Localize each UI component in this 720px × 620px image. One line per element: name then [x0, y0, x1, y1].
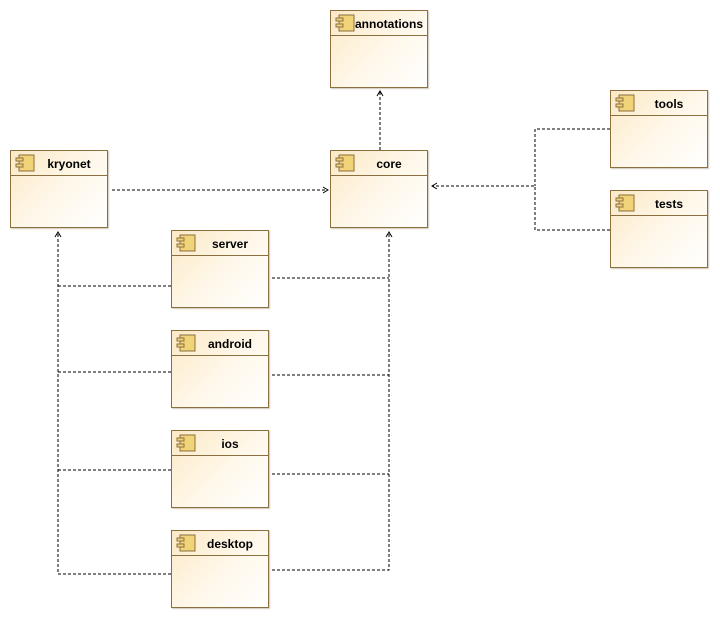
- dep-tests-core: [432, 185, 610, 231]
- dep-tools-core: [534, 128, 610, 186]
- component-icon: [176, 234, 196, 252]
- component-label: annotations: [355, 17, 423, 31]
- dependency-connectors: [54, 90, 610, 575]
- component-icon: [15, 154, 35, 172]
- component-icon: [176, 534, 196, 552]
- dep-desktop-kryonet-arrowhead: [54, 231, 62, 238]
- dep-desktop-kryonet: [57, 232, 171, 575]
- component-label: tests: [654, 197, 683, 211]
- component-label: core: [376, 157, 402, 171]
- dep-tests-core-arrowhead: [431, 182, 438, 190]
- component-core[interactable]: core: [330, 150, 428, 228]
- component-ios[interactable]: ios: [171, 430, 269, 508]
- dep-kryonet-core-arrowhead: [322, 186, 329, 194]
- component-icon: [615, 194, 635, 212]
- component-desktop[interactable]: desktop: [171, 530, 269, 608]
- component-label: desktop: [206, 537, 253, 551]
- component-icon: [615, 94, 635, 112]
- component-label: tools: [654, 97, 684, 111]
- dep-desktop-core-arrowhead: [385, 231, 393, 238]
- dep-desktop-core: [272, 232, 390, 571]
- component-android[interactable]: android: [171, 330, 269, 408]
- component-tools[interactable]: tools: [610, 90, 708, 168]
- component-icon: [335, 14, 355, 32]
- component-kryonet[interactable]: kryonet: [10, 150, 108, 228]
- component-annotations[interactable]: annotations: [330, 10, 428, 88]
- component-label: kryonet: [47, 157, 91, 171]
- component-label: android: [208, 337, 252, 351]
- dep-core-annotations-arrowhead: [376, 90, 384, 97]
- component-label: server: [211, 237, 249, 251]
- component-icon: [335, 154, 355, 172]
- component-label: ios: [221, 437, 239, 451]
- component-icon: [176, 434, 196, 452]
- component-server[interactable]: server: [171, 230, 269, 308]
- component-icon: [176, 334, 196, 352]
- component-tests[interactable]: tests: [610, 190, 708, 268]
